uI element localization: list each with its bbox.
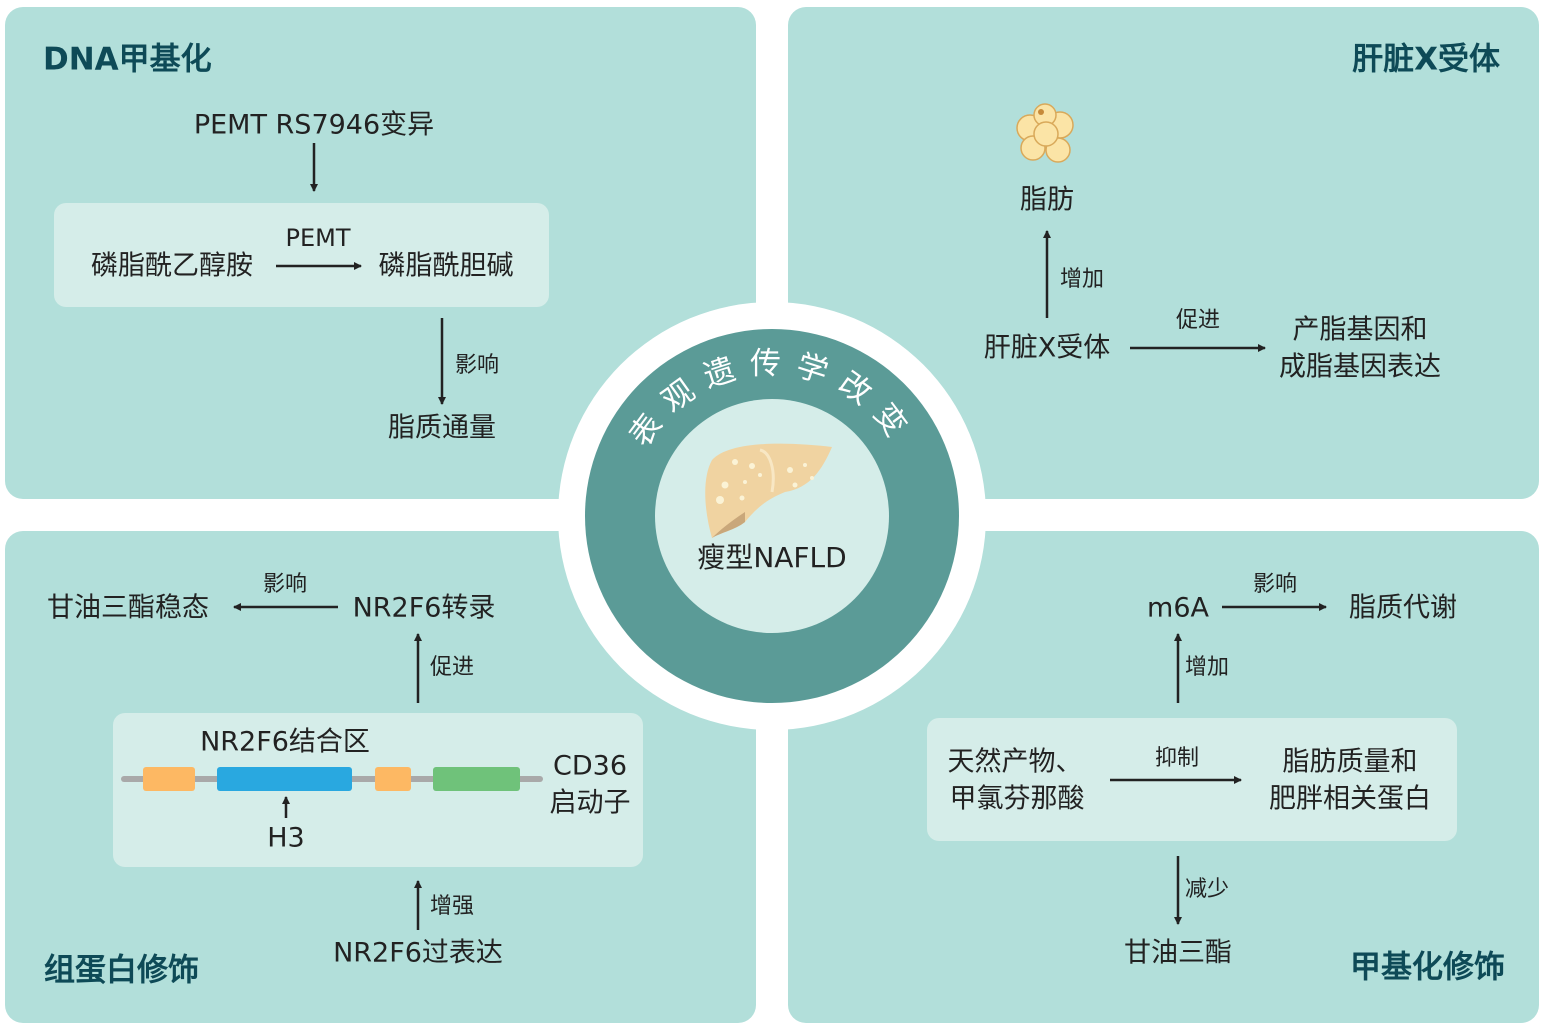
m6a-label: m6A — [1147, 592, 1209, 624]
pemt-reaction-box — [54, 203, 549, 307]
methylation-mod-title: 甲基化修饰 — [1350, 949, 1505, 986]
pemt-variant: PEMT RS7946变异 — [193, 109, 435, 141]
cd36-label: CD36 — [553, 750, 627, 782]
promote-label: 促进 — [1175, 308, 1221, 333]
binding-region-label: NR2F6结合区 — [200, 726, 370, 758]
substrate-label: 磷脂酰乙醇胺 — [91, 250, 253, 282]
natural-products-line2: 甲氯芬那酸 — [949, 783, 1085, 815]
lxr-label: 肝脏X受体 — [983, 332, 1111, 364]
gene-expression-line1: 产脂基因和 — [1292, 314, 1428, 346]
increase-label: 增加 — [1185, 655, 1230, 680]
target-line2: 肥胖相关蛋白 — [1269, 783, 1431, 815]
natural-products-line1: 天然产物、 — [947, 746, 1083, 778]
nr2f6-transcription: NR2F6转录 — [352, 592, 496, 624]
nr2f6-overexpression: NR2F6过表达 — [333, 937, 503, 969]
h3-label: H3 — [267, 822, 305, 854]
gene-element-orange-1 — [143, 767, 195, 791]
gene-expression-line2: 成脂基因表达 — [1279, 351, 1441, 383]
center-label: 瘦型NAFLD — [697, 541, 847, 574]
effect-label: 影响 — [262, 572, 308, 597]
lipid-metabolism-label: 脂质代谢 — [1349, 592, 1457, 624]
fat-label: 脂肪 — [1020, 184, 1074, 216]
effect-label: 影响 — [1252, 572, 1298, 597]
lipid-flux-label: 脂质通量 — [388, 412, 496, 444]
reduce-label: 减少 — [1185, 877, 1230, 902]
gene-element-orange-2 — [375, 767, 411, 791]
triglyceride-homeostasis: 甘油三酯稳态 — [47, 592, 209, 624]
liver-icon — [705, 443, 832, 538]
fat-cells-icon — [1016, 103, 1074, 163]
center-inner-disc — [655, 399, 889, 633]
pemt-enzyme-label: PEMT — [285, 224, 351, 252]
product-label: 磷脂酰胆碱 — [378, 250, 514, 282]
promote-label: 促进 — [430, 655, 475, 680]
inhibit-label: 抑制 — [1154, 746, 1200, 771]
enhance-label: 增强 — [430, 894, 475, 919]
promoter-label: 启动子 — [549, 787, 631, 819]
increase-label: 增加 — [1060, 267, 1105, 292]
effect-label: 影响 — [455, 353, 500, 378]
gene-element-green — [433, 767, 520, 791]
histone-title: 组蛋白修饰 — [44, 952, 199, 989]
lxr-title: 肝脏X受体 — [1352, 41, 1500, 78]
target-line1: 脂肪质量和 — [1282, 746, 1418, 778]
nr2f6-binding-region-block — [217, 767, 352, 791]
triglyceride-label: 甘油三酯 — [1124, 937, 1232, 969]
dna-methylation-title: DNA甲基化 — [43, 41, 212, 78]
